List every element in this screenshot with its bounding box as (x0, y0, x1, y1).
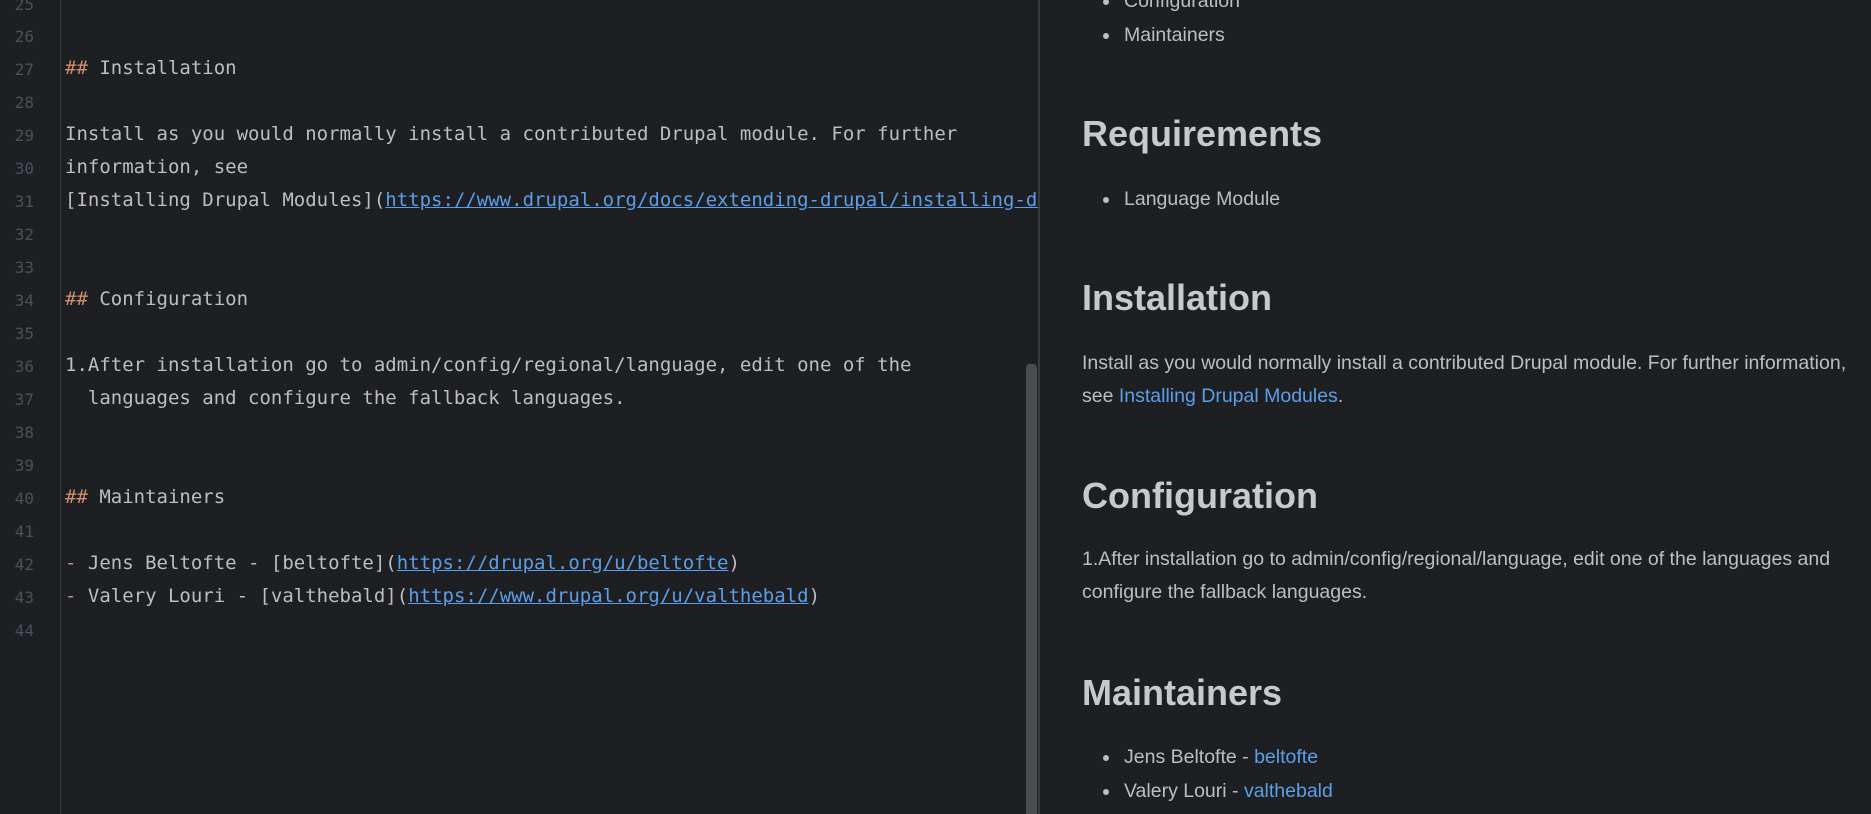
bullet-icon (1103, 789, 1109, 795)
code-line-maintainer-1[interactable]: - Jens Beltofte - [beltofte](https://dru… (65, 547, 740, 580)
line-number-gutter: 25 26 27 28 29 30 31 32 33 34 35 36 37 3… (0, 0, 61, 814)
list-item-text: Configuration (1124, 0, 1240, 12)
line-number: 30 (14, 159, 34, 178)
code-text: Installation (87, 57, 237, 79)
line-number: 39 (14, 456, 34, 475)
line-number: 33 (14, 258, 34, 277)
md-list-marker: - (65, 585, 77, 607)
valthebald-link[interactable]: valthebald (1243, 780, 1333, 802)
code-text: Valery Louri - [valthebald]( (76, 585, 409, 607)
md-url-link[interactable]: https://www.drupal.org/u/valthebald (408, 585, 809, 607)
editor-scrollbar-thumb[interactable] (1026, 364, 1037, 814)
installing-drupal-modules-link[interactable]: Installing Drupal Modules (1118, 385, 1338, 407)
paragraph-text: Install as you would normally install a … (1082, 352, 1847, 407)
md-list-marker: - (65, 552, 77, 574)
maintainer-name: Jens Beltofte - (1124, 746, 1255, 768)
bullet-icon (1103, 33, 1109, 39)
bullet-icon (1103, 755, 1109, 761)
list-item: Valery Louri - valthebald (1082, 774, 1333, 808)
code-line-heading-maintainers[interactable]: ## Maintainers (65, 481, 225, 514)
list-item-text: Maintainers (1124, 24, 1225, 46)
code-line-install-text[interactable]: Install as you would normally install a … (65, 118, 957, 151)
markdown-preview-pane: Configuration Maintainers Requirements L… (1040, 0, 1871, 814)
line-number: 32 (14, 225, 34, 244)
preview-heading-installation: Installation (1082, 277, 1273, 318)
beltofte-link[interactable]: beltofte (1254, 746, 1319, 768)
line-number: 40 (14, 489, 34, 508)
line-number: 43 (14, 588, 34, 607)
preview-maintainers-list: Jens Beltofte - beltofte Valery Louri - … (1082, 740, 1333, 808)
list-item: Configuration (1082, 0, 1240, 18)
code-text: Install as you would normally install a … (65, 123, 958, 145)
markdown-source-editor[interactable]: 25 26 27 28 29 30 31 32 33 34 35 36 37 3… (0, 0, 1038, 814)
code-line-heading-installation[interactable]: ## Installation (65, 52, 237, 85)
line-number: 26 (14, 27, 34, 46)
line-number: 38 (14, 423, 34, 442)
md-url-link[interactable]: https://www.drupal.org/docs/extending-dr… (385, 189, 1038, 211)
line-number: 25 (14, 0, 34, 14)
line-number: 44 (14, 621, 34, 640)
list-item: Maintainers (1082, 18, 1240, 52)
md-heading-marker: ## (65, 486, 88, 508)
line-number: 34 (14, 291, 34, 310)
preview-heading-requirements: Requirements (1082, 113, 1323, 154)
preview-toc-list: Configuration Maintainers (1082, 0, 1240, 52)
code-line-install-text-cont[interactable]: information, see (65, 151, 248, 184)
list-item-text: Language Module (1124, 188, 1281, 210)
bullet-icon (1103, 197, 1109, 203)
line-number: 35 (14, 324, 34, 343)
line-number: 37 (14, 390, 34, 409)
preview-heading-configuration: Configuration (1082, 475, 1318, 516)
code-text: 1.After installation go to admin/config/… (65, 354, 912, 376)
code-text: languages and configure the fallback lan… (65, 387, 626, 409)
code-text: ) (808, 585, 821, 607)
code-text: Jens Beltofte - [beltofte]( (76, 552, 397, 574)
code-line-maintainer-2[interactable]: - Valery Louri - [valthebald](https://ww… (65, 580, 820, 613)
preview-heading-maintainers: Maintainers (1082, 672, 1283, 713)
preview-installation-paragraph: Install as you would normally install a … (1082, 347, 1862, 413)
maintainer-name: Valery Louri - (1124, 780, 1244, 802)
line-number: 36 (14, 357, 34, 376)
code-text: ) (728, 552, 740, 574)
code-line-install-link[interactable]: [Installing Drupal Modules](https://www.… (65, 184, 1038, 217)
line-number: 29 (14, 126, 34, 145)
preview-configuration-paragraph: 1.After installation go to admin/config/… (1082, 548, 1831, 603)
bullet-icon (1103, 0, 1109, 5)
md-heading-marker: ## (65, 288, 88, 310)
pane-splitter[interactable] (1038, 0, 1040, 814)
line-number: 42 (14, 555, 34, 574)
md-url-link[interactable]: https://drupal.org/u/beltofte (396, 552, 729, 574)
code-line-config-text[interactable]: 1.After installation go to admin/config/… (65, 349, 911, 382)
list-item: Jens Beltofte - beltofte (1082, 740, 1333, 774)
md-heading-marker: ## (65, 57, 88, 79)
code-line-heading-configuration[interactable]: ## Configuration (65, 283, 248, 316)
code-text: information, see (65, 156, 249, 178)
code-text: [Installing Drupal Modules]( (65, 189, 386, 211)
line-number: 27 (14, 60, 34, 79)
line-number: 28 (14, 93, 34, 112)
code-line-config-text-cont[interactable]: languages and configure the fallback lan… (65, 382, 626, 415)
line-number: 31 (14, 192, 34, 211)
code-text: Configuration (87, 288, 249, 310)
code-text: Maintainers (87, 486, 226, 508)
list-item: Language Module (1082, 182, 1280, 216)
paragraph-text: . (1337, 385, 1344, 407)
preview-requirements-list: Language Module (1082, 182, 1280, 216)
line-number: 41 (14, 522, 34, 541)
